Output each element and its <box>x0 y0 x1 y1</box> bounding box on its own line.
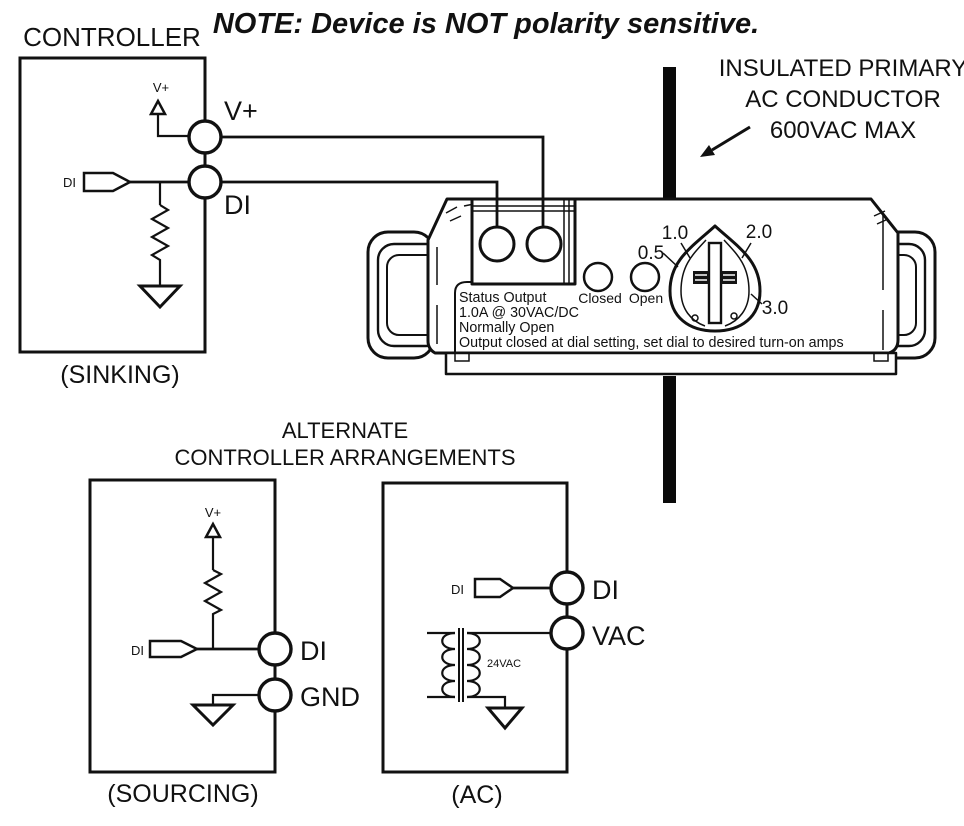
screw-terminal-1 <box>478 225 516 263</box>
conductor-label-1: INSULATED PRIMARY <box>719 55 964 82</box>
di-terminal-label: DI <box>224 190 251 220</box>
led-closed-label: Closed <box>578 290 622 306</box>
transformer-voltage-label: 24VAC <box>487 658 521 670</box>
conductor-arrow-icon <box>700 125 751 157</box>
sinking-caption: (SINKING) <box>60 361 179 389</box>
sourcing-ground-symbol <box>189 703 237 728</box>
conductor-label-2: AC CONDUCTOR <box>745 86 941 113</box>
controller-title: CONTROLLER <box>23 22 201 52</box>
ac-caption: (AC) <box>451 781 502 809</box>
alternate-heading: ALTERNATE CONTROLLER ARRANGEMENTS <box>174 418 515 470</box>
sourcing-gnd-terminal-label: GND <box>300 682 360 712</box>
sourcing-di-label: DI <box>131 643 144 658</box>
led-open-indicator <box>629 261 661 293</box>
pulldown-resistor <box>149 204 171 286</box>
sourcing-box <box>88 478 277 774</box>
xfmr-gnd-wire <box>467 695 507 708</box>
ac-box <box>381 481 569 774</box>
internal-di-label: DI <box>63 175 76 190</box>
sourcing-di-buffer-icon <box>148 639 200 659</box>
di-buffer-icon <box>82 171 133 193</box>
dial-label-1-0: 1.0 <box>662 223 688 244</box>
sourcing-caption: (SOURCING) <box>107 780 258 808</box>
di-wire <box>221 180 499 228</box>
internal-vplus-label: V+ <box>153 80 169 95</box>
screw-terminal-2 <box>525 225 563 263</box>
lip-notches <box>454 353 889 362</box>
vplus-terminal-label: V+ <box>224 96 258 126</box>
led-closed-indicator <box>582 261 614 293</box>
alternate-heading-1: ALTERNATE <box>282 418 408 443</box>
ground-symbol <box>136 284 184 310</box>
sourcing-controller: V+ DI DI GND (SOURCING) <box>88 478 360 808</box>
face-panel-edge <box>454 281 575 352</box>
status-line-4: Output closed at dial setting, set dial … <box>459 335 844 351</box>
dial-screw-mark-right <box>730 312 738 320</box>
pullup-resistor <box>202 569 224 649</box>
dial-label-2-0: 2.0 <box>746 222 772 243</box>
dial-screw-mark-left <box>691 314 699 322</box>
sinking-vplus-terminal <box>187 119 223 155</box>
ac-di-terminal-label: DI <box>592 575 619 605</box>
status-text-block: Status Output 1.0A @ 30VAC/DC Normally O… <box>459 290 844 351</box>
dial-cross-arms <box>693 271 737 284</box>
dial-label-3-0: 3.0 <box>762 298 788 319</box>
status-line-2: 1.0A @ 30VAC/DC <box>459 305 579 321</box>
status-line-1: Status Output <box>459 290 546 306</box>
ac-ground-symbol <box>484 706 526 731</box>
led-open-label: Open <box>629 290 663 306</box>
body-creases <box>436 203 889 350</box>
conductor-label-3: 600VAC MAX <box>770 117 916 144</box>
transformer-icon: 24VAC <box>427 628 551 731</box>
ac-di-label: DI <box>451 582 464 597</box>
polarity-note: NOTE: Device is NOT polarity sensitive. <box>213 8 759 40</box>
primary-conductor-bottom <box>663 376 676 503</box>
sinking-di-terminal <box>187 164 223 200</box>
vplus-arrow-icon <box>148 98 190 138</box>
sourcing-di-terminal <box>257 631 293 667</box>
ac-controller: DI DI VAC 24VAC (AC) <box>381 481 646 809</box>
sourcing-di-terminal-label: DI <box>300 636 327 666</box>
conductor-callout: INSULATED PRIMARY AC CONDUCTOR 600VAC MA… <box>700 55 964 157</box>
current-switch-device: Closed Open Status Output 1.0A @ 30VAC/D… <box>221 135 937 376</box>
device-bottom-lip <box>444 351 898 376</box>
sourcing-vplus-arrow-icon <box>203 521 223 570</box>
ac-di-terminal <box>549 570 585 606</box>
vplus-wire <box>221 135 545 228</box>
ac-vac-terminal <box>549 615 585 651</box>
primary-conductor-top <box>663 67 676 199</box>
sourcing-vplus-label: V+ <box>205 505 221 520</box>
ac-vac-terminal-label: VAC <box>592 621 646 651</box>
dial-scale: 0.5 1.0 2.0 3.0 <box>638 222 788 319</box>
gnd-wire <box>211 693 259 705</box>
status-line-3: Normally Open <box>459 320 554 336</box>
sourcing-gnd-terminal <box>257 677 293 713</box>
sinking-controller: CONTROLLER V+ DI (SINKING) <box>18 22 207 389</box>
dial-label-0-5: 0.5 <box>638 243 664 264</box>
ac-di-buffer-icon <box>473 577 516 599</box>
sinking-box <box>18 56 207 354</box>
alternate-heading-2: CONTROLLER ARRANGEMENTS <box>174 445 515 470</box>
dial-slot <box>707 241 723 325</box>
